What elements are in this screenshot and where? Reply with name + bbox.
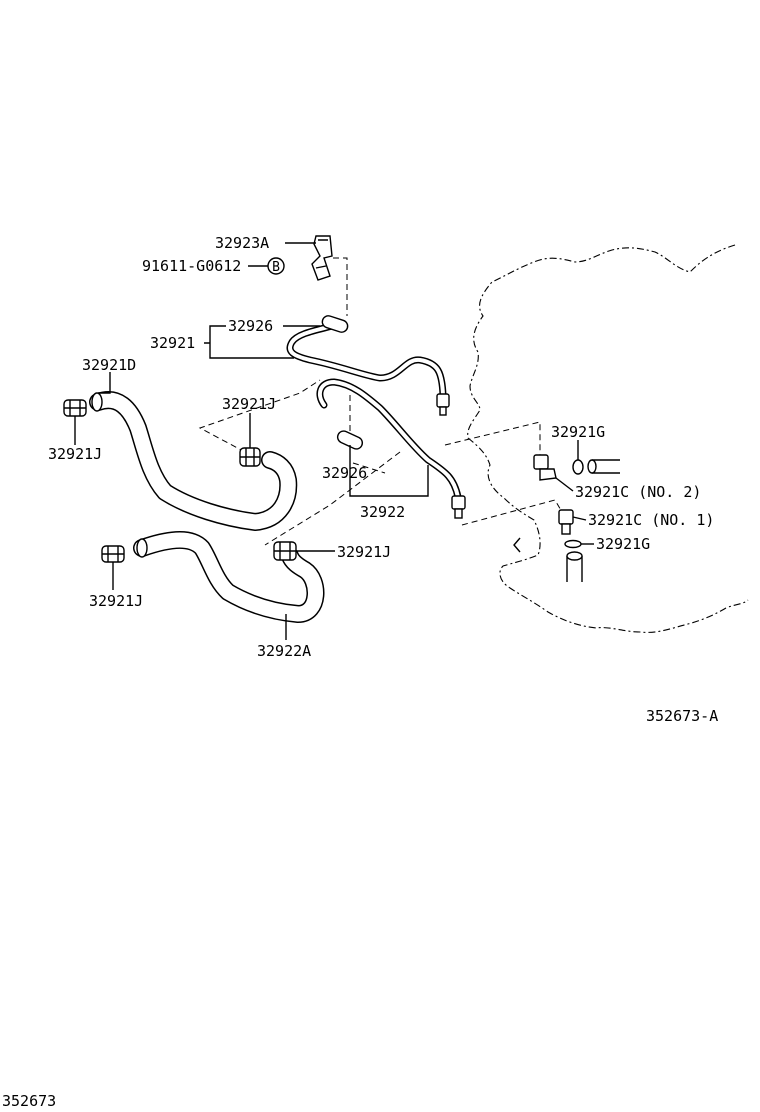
sleeve-32926-middle [336, 430, 364, 450]
label-32921j-left: 32921J [48, 445, 102, 463]
rubber-hose-32921d-bore [90, 392, 296, 530]
leader-32921d [98, 372, 111, 394]
metal-pipe-32922-bore [317, 380, 460, 499]
assembly-line-clamp-32921j-mid [198, 379, 321, 453]
metal-pipe-32921-bore [288, 323, 445, 397]
pipe-clamp-bracket-32923a [311, 235, 333, 281]
assembly-line-pipe-32922 [264, 395, 401, 546]
label-32921j-right: 32921J [337, 543, 391, 561]
case-port-lower [566, 556, 583, 582]
page-code: 352673 [2, 1092, 56, 1110]
label-32921j-mid: 32921J [222, 395, 276, 413]
label-32921: 32921 [150, 334, 195, 352]
pipe-fitting-nut-upper [436, 393, 450, 416]
label-32921g-top: 32921G [551, 423, 605, 441]
figure-code: 352673-A [646, 707, 718, 725]
label-32921j-bottom: 32921J [89, 592, 143, 610]
bracket-32922 [349, 445, 429, 497]
bracket-32921 [204, 325, 294, 359]
hose-clamp-32921j-left [63, 399, 87, 417]
gasket-32921g-bottom [564, 539, 582, 549]
pipe-fitting-nut-lower [451, 495, 466, 519]
label-32926-mid: 32926 [322, 464, 367, 482]
leader-32921c-no1 [572, 516, 587, 521]
transmission-case-outline [467, 244, 749, 633]
case-port-upper-end [587, 459, 597, 474]
label-32922: 32922 [360, 503, 405, 521]
case-notch [513, 537, 521, 553]
case-port-lower-end [566, 551, 583, 561]
hose-32922a-end [136, 538, 148, 558]
assembly-line-union-no1 [461, 499, 563, 526]
rubber-hose-32922a-bore [134, 532, 323, 622]
assembly-line-union-no2 [444, 421, 541, 458]
sleeve-32926-upper [321, 315, 349, 333]
leader-32921c-no2 [555, 477, 574, 492]
label-32922a: 32922A [257, 642, 311, 660]
case-port-upper [592, 459, 620, 474]
bolt-mark-letter: B [272, 260, 280, 275]
label-32921c-no1: 32921C (NO. 1) [588, 511, 714, 529]
union-fitting-32921c-no2 [533, 454, 557, 481]
gasket-32921g-top [572, 459, 584, 475]
label-32921g-bottom: 32921G [596, 535, 650, 553]
label-32926-top: 32926 [228, 317, 273, 335]
union-fitting-32921c-no1 [558, 509, 574, 535]
hose-32921d-end [91, 392, 103, 412]
label-32921d: 32921D [82, 356, 136, 374]
label-32921c-no2: 32921C (NO. 2) [575, 483, 701, 501]
label-91611: 91611-G0612 [142, 257, 241, 275]
label-32923a: 32923A [215, 234, 269, 252]
assembly-line-clamp-to-pipe [333, 257, 348, 316]
hose-clamp-32921j-right [273, 541, 297, 561]
hose-clamp-32921j-mid [239, 447, 261, 467]
hose-clamp-32921j-bottom [101, 545, 125, 563]
